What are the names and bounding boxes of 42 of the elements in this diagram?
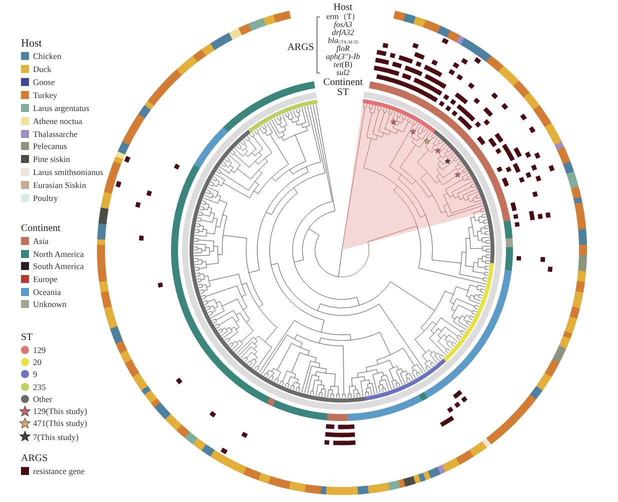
legend-label: Athene noctua: [33, 116, 82, 126]
legend-label: 471(This study): [33, 418, 88, 428]
legend-label: Asia: [33, 236, 49, 246]
legend-heading: ARGS: [21, 454, 48, 464]
ring-label: erm（T）: [326, 13, 360, 21]
legend-label: North America: [33, 249, 84, 258]
legend-heading: Host: [21, 38, 42, 50]
legend-label: Thalassarche: [33, 129, 78, 138]
legend-label: Duck: [33, 64, 52, 74]
legend-label: Pine siskin: [33, 154, 70, 164]
ring-label: fosA3: [334, 21, 352, 29]
ring-label: ST: [337, 88, 349, 98]
ring-label: aph(3'')-Ib: [326, 53, 360, 61]
legend-label: Turkey: [33, 90, 58, 100]
legend-label: Europe: [33, 274, 58, 284]
legend-label: Other: [33, 394, 52, 403]
bracket-label: ARGS: [287, 42, 314, 52]
legend-label: Goose: [33, 78, 55, 86]
legend-label: Oceania: [33, 287, 61, 296]
ring-label: sul2: [336, 69, 350, 77]
legend-label: Larus argentatus: [33, 104, 90, 112]
ring-label: floR: [336, 45, 350, 53]
legend-label: Chicken: [33, 52, 62, 60]
legend-label: 129(This study): [33, 406, 88, 416]
legend-label: Larus smithsonianus: [33, 168, 104, 176]
legend-label: Unknown: [33, 300, 67, 308]
legend-label: 9: [33, 370, 38, 378]
legend-label: 20: [33, 357, 42, 366]
legend-heading: ST: [21, 333, 33, 343]
ring-label: Continent: [323, 78, 363, 88]
legend-label: 235: [33, 382, 46, 391]
legend-heading: Continent: [21, 224, 60, 234]
ring-label: tet(B): [334, 61, 352, 69]
legend-label: Poultry: [33, 194, 58, 202]
legend-label: 129: [33, 345, 46, 354]
legend-label: 7(This study): [33, 432, 79, 441]
legend-label: South America: [33, 262, 84, 270]
ring-label: Host: [334, 3, 352, 13]
legend-label: Pelecanus: [33, 142, 67, 150]
legend-label: Eurasian Siskin: [33, 180, 86, 190]
ring-label: drfA32: [332, 29, 354, 37]
legend-label: resistance gene: [33, 466, 85, 475]
